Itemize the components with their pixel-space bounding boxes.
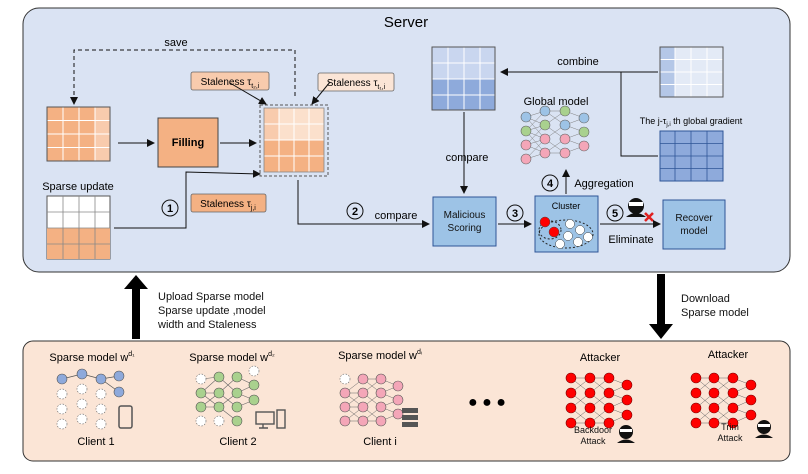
client2-name: Client 2 [219, 436, 256, 448]
download-arrow [649, 274, 673, 339]
clienti-model-label: Sparse model wdᵢ [338, 349, 422, 362]
global-gradient-matrix-top [659, 46, 724, 98]
client2-model-label: Sparse model wd₂ [189, 351, 275, 364]
combined-matrix [431, 46, 496, 111]
staleness-t1-box [317, 72, 395, 92]
malicious-scoring-box [432, 196, 497, 247]
step-3-number: 3 [512, 208, 518, 220]
staleness-t2-label: Staleness τt₂,i [201, 77, 260, 90]
eliminate-label: Eliminate [608, 234, 653, 246]
upload-label: Upload Sparse model Sparse update ,model… [158, 291, 266, 331]
server-icon [402, 408, 418, 427]
desktop-icon [255, 409, 286, 429]
filled-matrix [263, 107, 325, 173]
client-panel [22, 340, 791, 462]
global-gradient-label: The j-τj,i th global gradient [640, 116, 743, 128]
client1-model-label: Sparse model wd₁ [49, 351, 135, 364]
client2-network [195, 365, 260, 427]
recover-model-label: Recover model [675, 213, 713, 237]
combine-label: combine [557, 56, 599, 68]
step-2-number: 2 [352, 206, 358, 218]
step-1-number: 1 [167, 203, 173, 215]
attacker1-title: Attacker [580, 352, 621, 364]
attacker2-hacker-icon [755, 420, 773, 438]
staleness-j-label: Staleness τj,i [200, 199, 256, 212]
download-label: Download Sparse model [681, 293, 749, 319]
cluster-label: Cluster [552, 201, 581, 211]
staleness-t1-label: Staleness τt₁,i [327, 78, 386, 91]
malicious-scoring-label: Malicious Scoring [443, 210, 486, 234]
step-circles [161, 174, 624, 222]
sparse-update-matrix-bottom [46, 195, 111, 260]
sparse-update-matrix-top [46, 106, 111, 162]
step-4-number: 4 [547, 178, 554, 190]
attacker1-network [565, 372, 633, 429]
attacker2-title: Attacker [708, 349, 749, 361]
staleness-t2-box [190, 71, 270, 91]
clienti-name: Client i [363, 436, 397, 448]
sparse-update-label: Sparse update [42, 181, 114, 193]
recover-model-box [662, 199, 726, 250]
client1-name: Client 1 [77, 436, 114, 448]
attacker2-attack-label: Trim Attack [717, 422, 743, 443]
attacker1-hacker-icon [617, 425, 635, 443]
ellipsis-dots: ● ● ● [468, 394, 506, 411]
filled-matrix-frame [259, 104, 329, 177]
cluster-ellipse [538, 216, 594, 249]
save-label: save [164, 37, 187, 49]
filling-box [157, 117, 219, 168]
global-model-label: Global model [524, 96, 589, 108]
attacker2-network [690, 372, 757, 429]
step-5-number: 5 [612, 208, 618, 220]
flow-arrows [70, 49, 661, 229]
compare-top-label: compare [446, 152, 489, 164]
attacker1-attack-label: Backdoor Attack [573, 425, 613, 446]
global-model-network [520, 105, 590, 165]
eliminated-attacker-icon [626, 198, 654, 222]
upload-arrow [124, 275, 148, 339]
compare-mid-label: compare [375, 210, 418, 222]
aggregation-label: Aggregation [574, 178, 633, 190]
client1-network [56, 368, 125, 430]
phone-icon [118, 405, 133, 429]
staleness-j-box [190, 193, 267, 213]
server-title: Server [384, 14, 428, 31]
clienti-network [339, 373, 404, 427]
global-gradient-matrix-bottom [659, 130, 724, 182]
filling-label: Filling [172, 137, 204, 149]
